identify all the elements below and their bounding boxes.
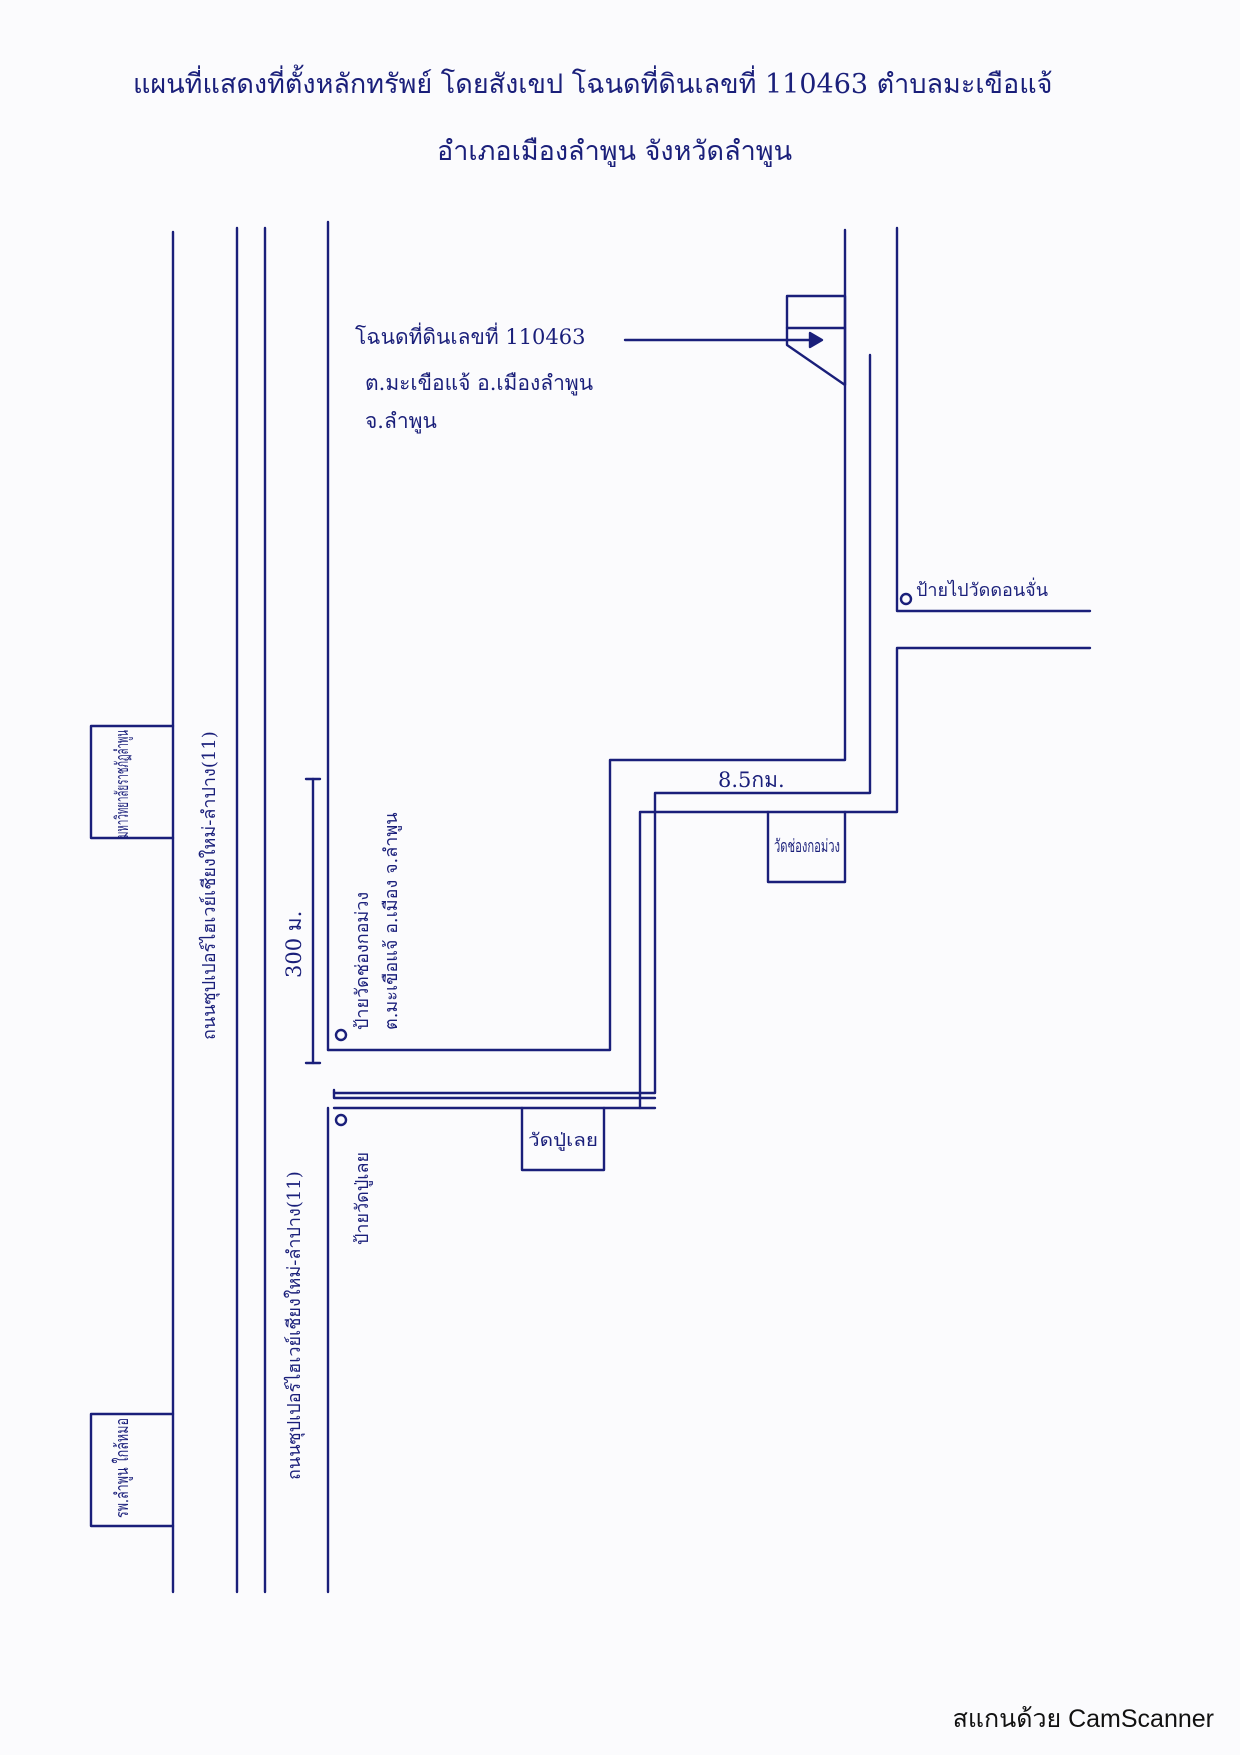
parcel-label-line1: โฉนดที่ดินเลขที่ 110463: [355, 322, 586, 349]
road-label-right: ถนนซุปเปอร์ไฮเวย์เชียงใหม่-ลำปาง(11): [283, 1171, 305, 1480]
rajabhat-box: [89, 724, 175, 840]
road-label-left: ถนนซุปเปอร์ไฮเวย์เชียงใหม่-ลำปาง(11): [198, 731, 220, 1040]
distance-to-turnoff: 300 ม.: [282, 911, 306, 978]
sign-wat-chong-1: ป้ายวัดช่องกอม่วง: [352, 892, 373, 1030]
right-road-outer: [895, 226, 1092, 613]
sign-wat-pu-loei: ป้ายวัดปู่เลย: [352, 1152, 373, 1245]
sign-wat-chong-marker: [334, 1028, 348, 1042]
soi-road-mouth: [332, 1088, 657, 1100]
scanner-watermark: สแกนด้วย CamScanner: [952, 1705, 1214, 1733]
soi-road-inner: [332, 353, 872, 1095]
sign-wat-chong-2: ต.มะเขือแจ้ อ.เมือง จ.ลำพูน: [381, 812, 402, 1030]
parcel-label-line3: จ.ลำพูน: [365, 409, 437, 434]
landmark-rajabhat: มหาวิทยาลัยราชภัฏลำพูน: [112, 730, 133, 838]
hospital-box: [89, 1412, 175, 1528]
map-title-line1: แผนที่แสดงที่ตั้งหลักทรัพย์ โดยสังเขป โฉ…: [133, 64, 1052, 100]
parcel-arrow-head: [808, 331, 824, 349]
sign-wat-don-chan: ป้ายไปวัดดอนจั่น: [916, 577, 1048, 601]
landmark-hospital: รพ.ลำพูน ใกล้หมอ: [111, 1418, 133, 1518]
landmark-wat-chong: วัดช่องกอม่วง: [774, 836, 840, 857]
soi-road-outer: [326, 228, 847, 1052]
sign-wat-don-chan-marker: [899, 592, 913, 606]
landmark-wat-pu-loei: วัดปู่เลย: [528, 1130, 598, 1151]
sign-wat-pu-loei-marker: [334, 1113, 348, 1127]
map-title-line2: อำเภอเมืองลำพูน จังหวัดลำพูน: [437, 136, 792, 167]
wat-pu-loei-box: [520, 1106, 606, 1172]
wat-chong-box: [766, 810, 847, 884]
right-road-inner: [638, 646, 1092, 1110]
parcel-label-line2: ต.มะเขือแจ้ อ.เมืองลำพูน: [365, 371, 593, 396]
distance-along-road: 8.5กม.: [718, 768, 785, 792]
